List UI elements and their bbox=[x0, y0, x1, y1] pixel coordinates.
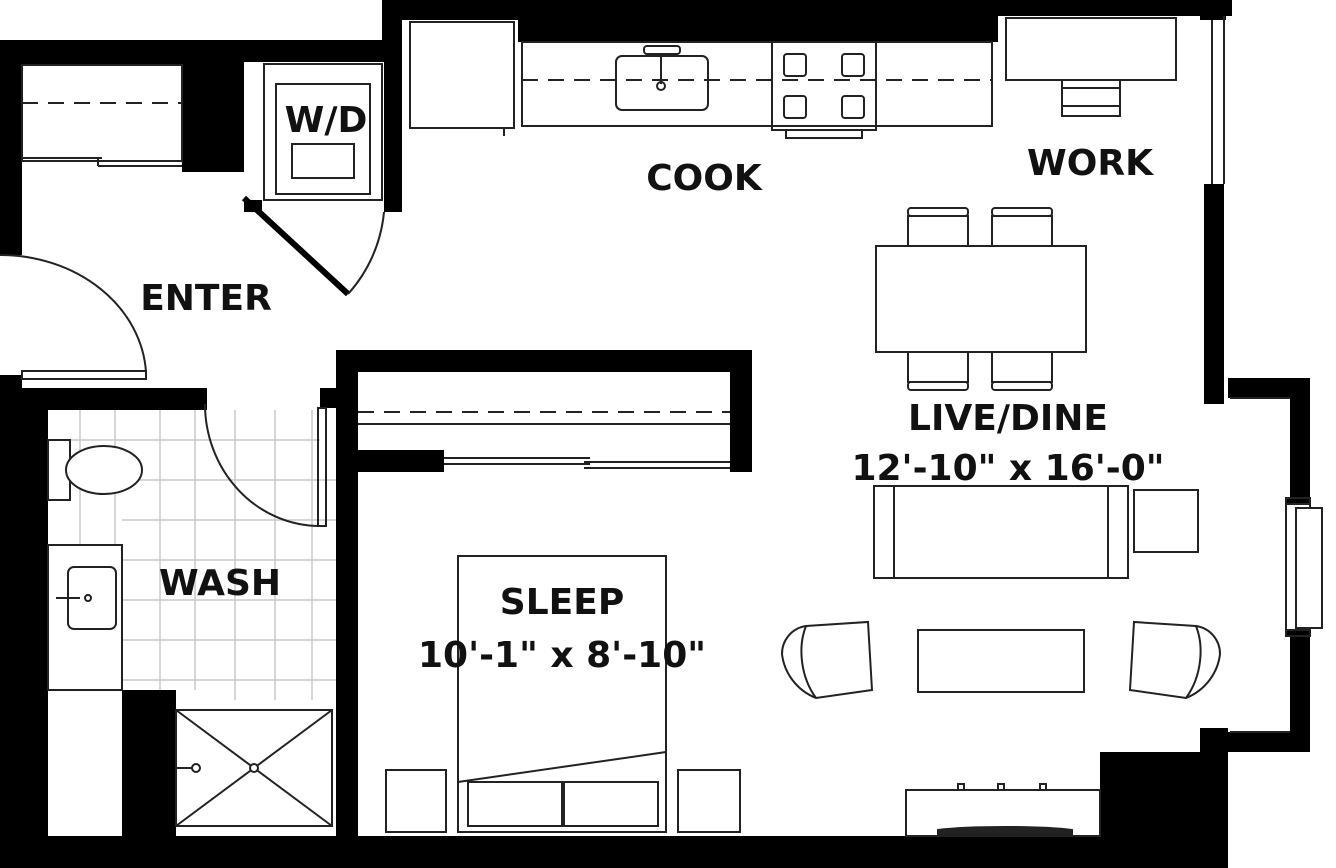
washer-dryer bbox=[241, 63, 385, 297]
label-enter: ENTER bbox=[140, 278, 272, 319]
dining-set bbox=[875, 207, 1087, 391]
dining-chair bbox=[907, 215, 969, 247]
bathroom bbox=[47, 403, 336, 827]
label-work: WORK bbox=[1027, 143, 1154, 184]
label-cook: COOK bbox=[646, 158, 763, 199]
bath-door bbox=[204, 403, 327, 527]
pillow-left bbox=[467, 781, 563, 827]
coffee-table bbox=[917, 629, 1085, 693]
label-wd: W/D bbox=[285, 100, 368, 141]
armchair-right bbox=[1128, 620, 1222, 700]
refrigerator bbox=[409, 21, 515, 129]
dining-chair bbox=[991, 215, 1053, 247]
label-live-dine-dims: 12'-10" x 16'-0" bbox=[851, 448, 1164, 489]
bath-tile-grid bbox=[48, 410, 336, 700]
entry-closet bbox=[21, 64, 183, 167]
work-desk bbox=[1005, 17, 1177, 117]
dining-chair bbox=[991, 351, 1053, 383]
label-wash: WASH bbox=[159, 563, 281, 604]
kitchen bbox=[409, 21, 993, 139]
label-sleep-dims: 10'-1" x 8'-10" bbox=[418, 635, 706, 676]
toilet-bowl bbox=[65, 445, 143, 495]
entry-door bbox=[0, 253, 147, 380]
stove bbox=[771, 41, 877, 131]
room-labels: COOK WORK ENTER W/D WASH LIVE/DINE 12'-1… bbox=[140, 100, 1164, 676]
nightstand-right bbox=[677, 769, 741, 833]
side-table bbox=[1133, 489, 1199, 553]
dining-table bbox=[875, 245, 1087, 353]
label-live-dine: LIVE/DINE bbox=[908, 398, 1108, 439]
kitchen-counter bbox=[521, 41, 993, 127]
living-furniture bbox=[780, 485, 1222, 837]
sleep-closet bbox=[358, 411, 730, 469]
bed bbox=[385, 555, 741, 833]
bay-window bbox=[1211, 16, 1323, 733]
armchair-left bbox=[780, 620, 874, 700]
dining-chair bbox=[907, 351, 969, 383]
pillow-right bbox=[563, 781, 659, 827]
label-sleep: SLEEP bbox=[500, 582, 624, 623]
nightstand-left bbox=[385, 769, 447, 833]
